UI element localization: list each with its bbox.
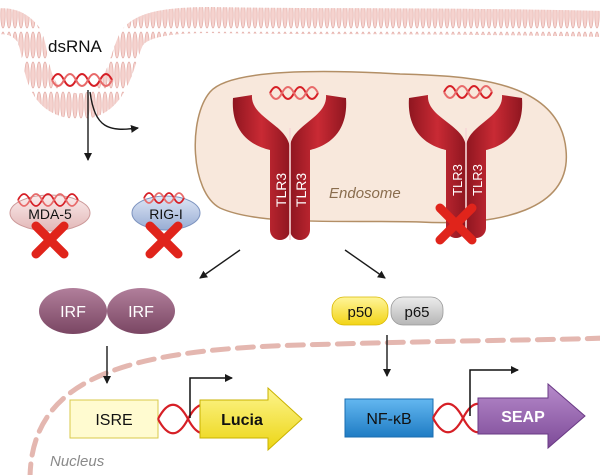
irf-dimer: IRF IRF (39, 288, 175, 334)
endosome-label: Endosome (329, 185, 401, 202)
nuclear-envelope (27, 335, 600, 475)
tlr3-label-right: TLR3 (293, 173, 309, 207)
rigi-label: RIG-I (149, 206, 182, 222)
tlr3-label-left: TLR3 (273, 173, 289, 207)
irf-label-left: IRF (60, 304, 86, 321)
mda5-receptor: MDA-5 (9, 193, 91, 232)
mda5-label: MDA-5 (28, 206, 72, 222)
tlr3-dimer-active: TLR3 TLR3 (232, 86, 347, 240)
arrow-to-endosome (89, 91, 139, 133)
p65-label: p65 (404, 304, 429, 321)
nfkb-label: NF-κB (366, 411, 411, 428)
rigi-receptor: RIG-I (131, 192, 201, 231)
irf-label-right: IRF (128, 304, 154, 321)
tlr3-dimer-blocked: TLR3 TLR3 (408, 85, 523, 238)
nfkb-subunits: p50 p65 (331, 296, 444, 326)
tlr3-label-left: TLR3 (450, 164, 465, 196)
seap-label: SEAP (501, 409, 545, 426)
nucleus-label: Nucleus (50, 453, 105, 470)
dsrna-label: dsRNA (48, 37, 103, 56)
isre-label: ISRE (95, 412, 132, 429)
lucia-label: Lucia (221, 412, 263, 429)
isre-lucia-reporter: ISRE Lucia (69, 374, 303, 452)
nfkb-seap-reporter: NF-κB SEAP (344, 366, 586, 450)
p50-label: p50 (347, 304, 372, 321)
arrow-to-irf (199, 249, 241, 279)
plasma-membrane (0, 6, 600, 120)
mda5-block-x (31, 221, 69, 259)
tlr3-label-right: TLR3 (470, 164, 485, 196)
tlr3-block-x (435, 203, 477, 245)
arrow-to-nfkb-subunits (344, 249, 386, 279)
rigi-block-x (145, 221, 183, 259)
dsrna-helix (51, 73, 113, 87)
